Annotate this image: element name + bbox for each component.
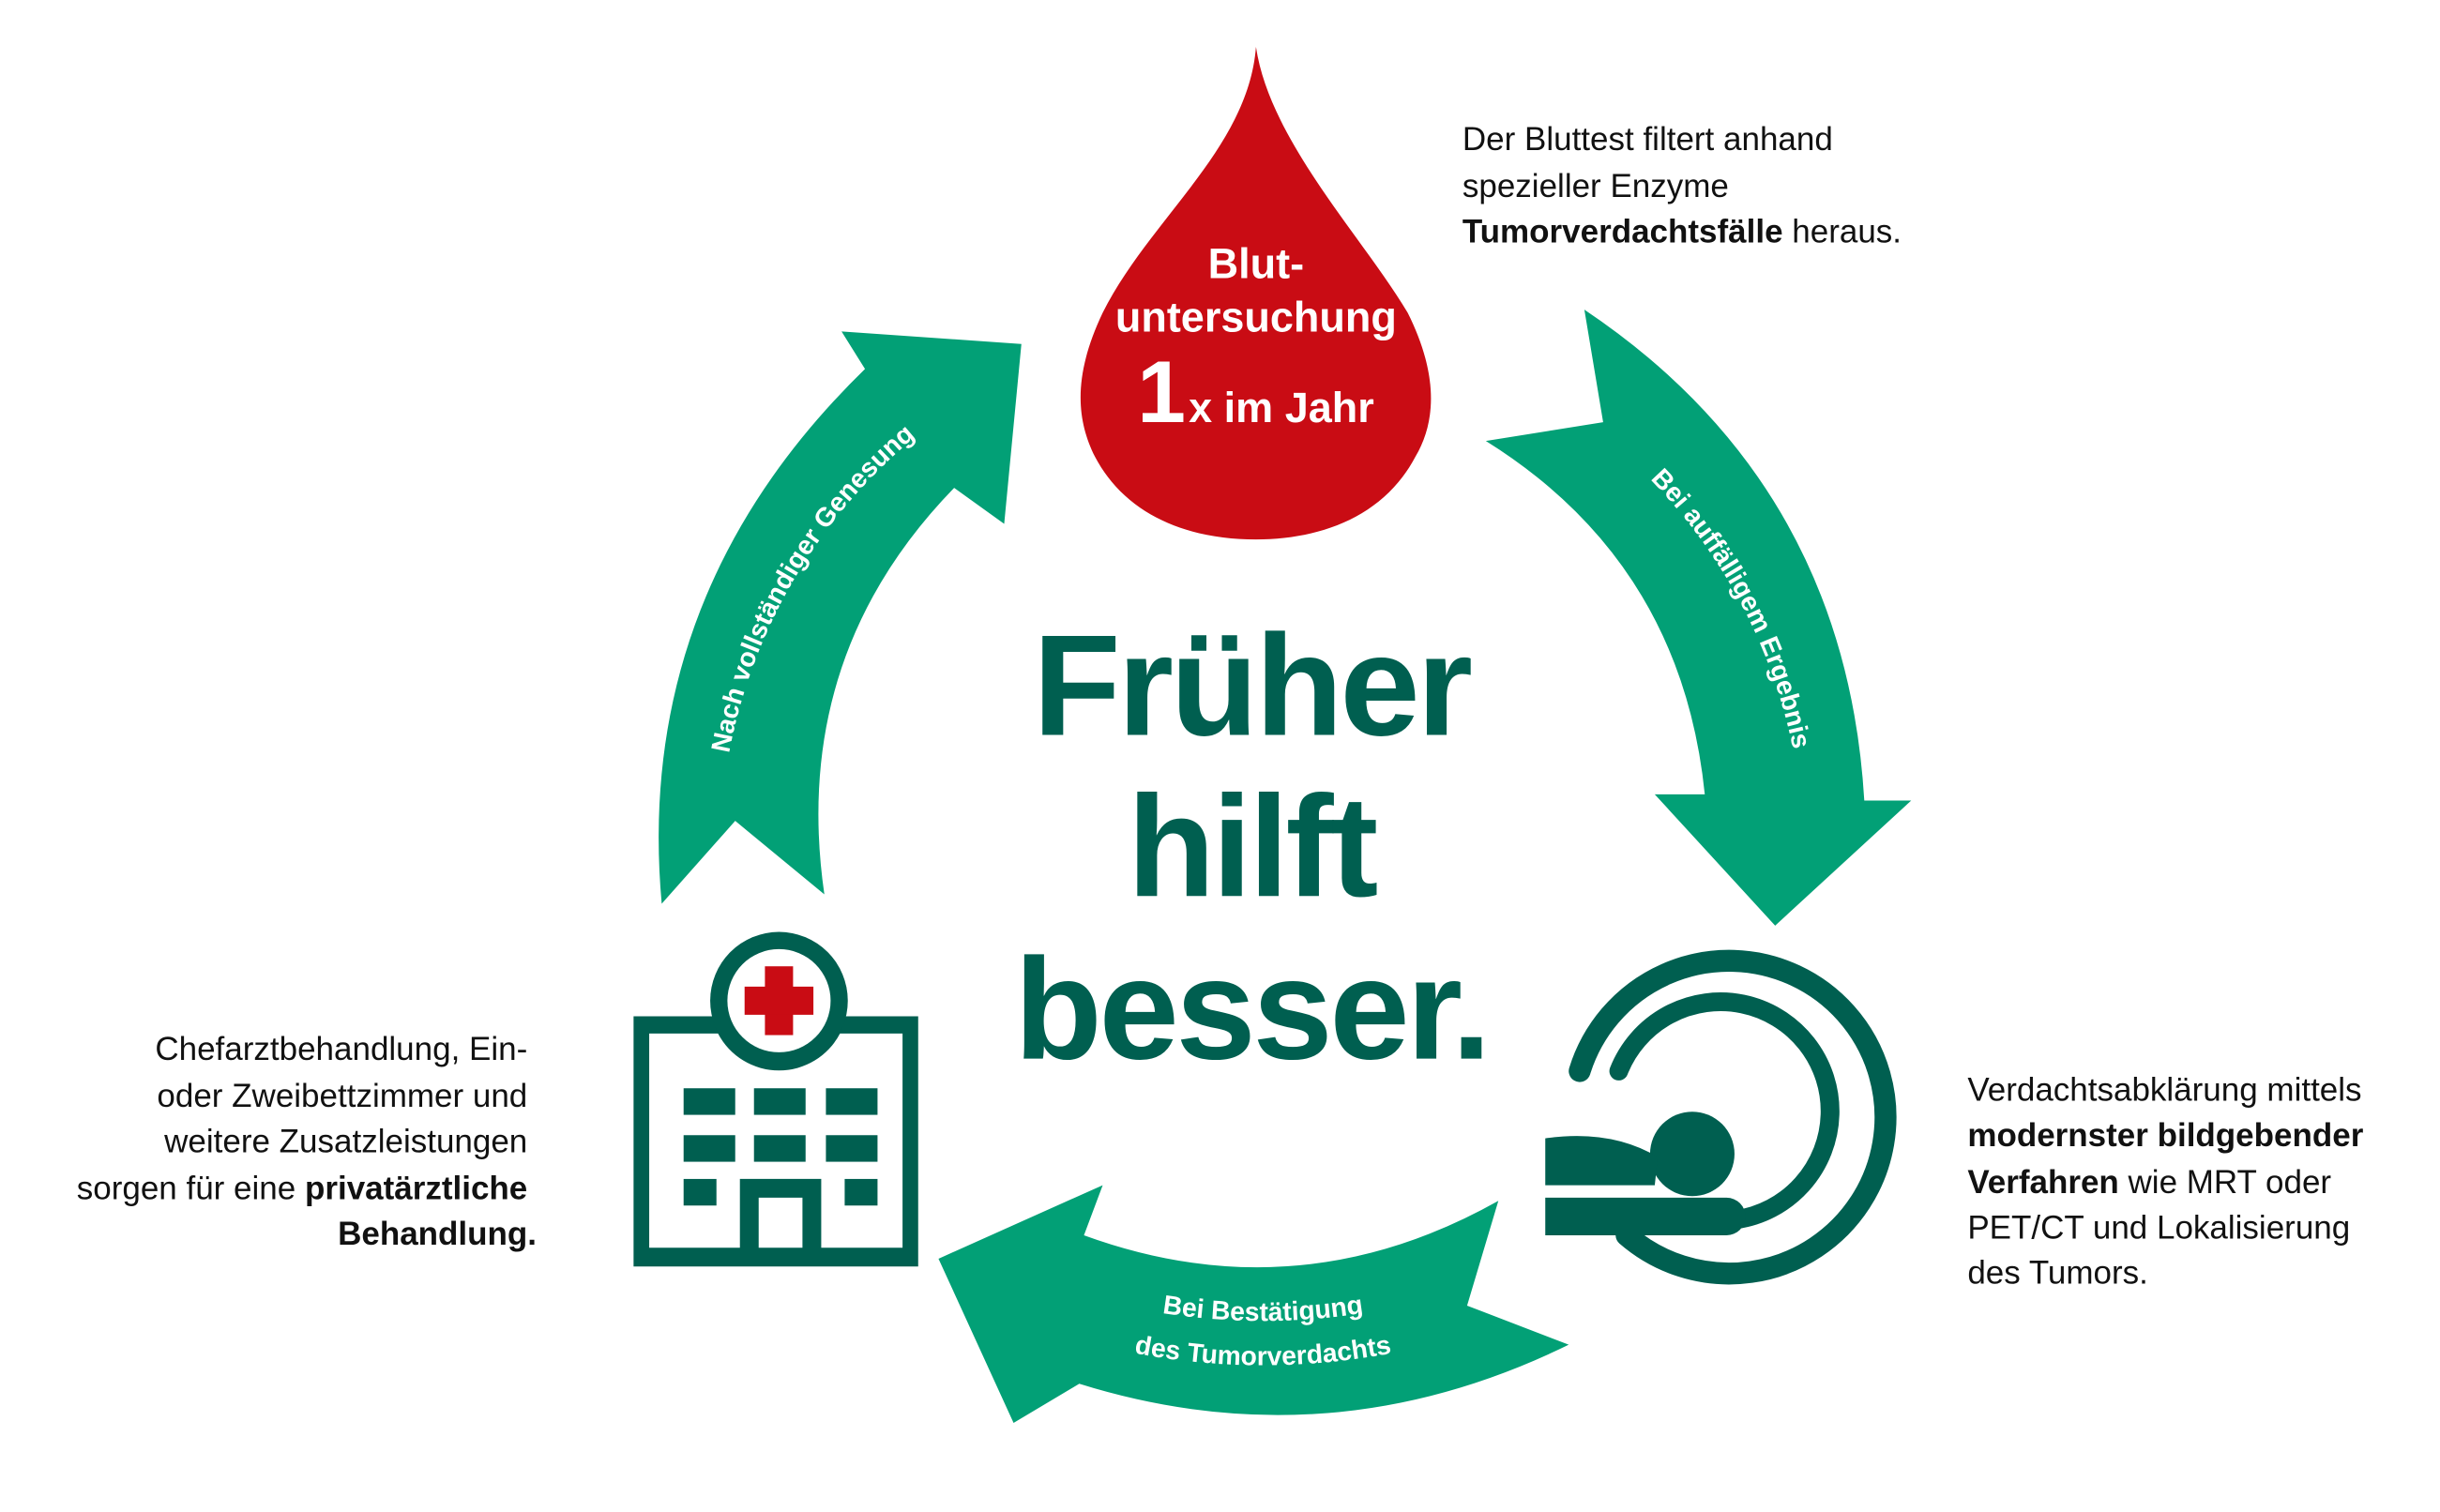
headline-line3: besser. — [1014, 930, 1488, 1090]
arrow-right — [1485, 310, 1912, 926]
hospital-icon — [633, 931, 918, 1267]
headline-line1: Früher — [1033, 605, 1471, 765]
arrow-bottom — [938, 1185, 1569, 1423]
blood-test-description: Der Bluttest filtert anhand spezieller E… — [1462, 121, 1902, 249]
drop-line3: x im Jahr — [1189, 384, 1374, 431]
blood-drop-icon — [1080, 47, 1432, 540]
drop-number: 1 — [1137, 342, 1186, 441]
treatment-description: Chefarztbehandlung, Ein- oder Zweibettzi… — [77, 1031, 537, 1252]
arrow-left — [659, 331, 1022, 904]
imaging-description: Verdachtsabklärung mittels modernster bi… — [1967, 1072, 2372, 1292]
drop-line1: Blut- — [1208, 240, 1304, 288]
drop-line2: untersuchung — [1115, 293, 1397, 340]
headline-line2: hilft — [1128, 766, 1378, 927]
mri-scanner-icon — [1545, 949, 1897, 1285]
